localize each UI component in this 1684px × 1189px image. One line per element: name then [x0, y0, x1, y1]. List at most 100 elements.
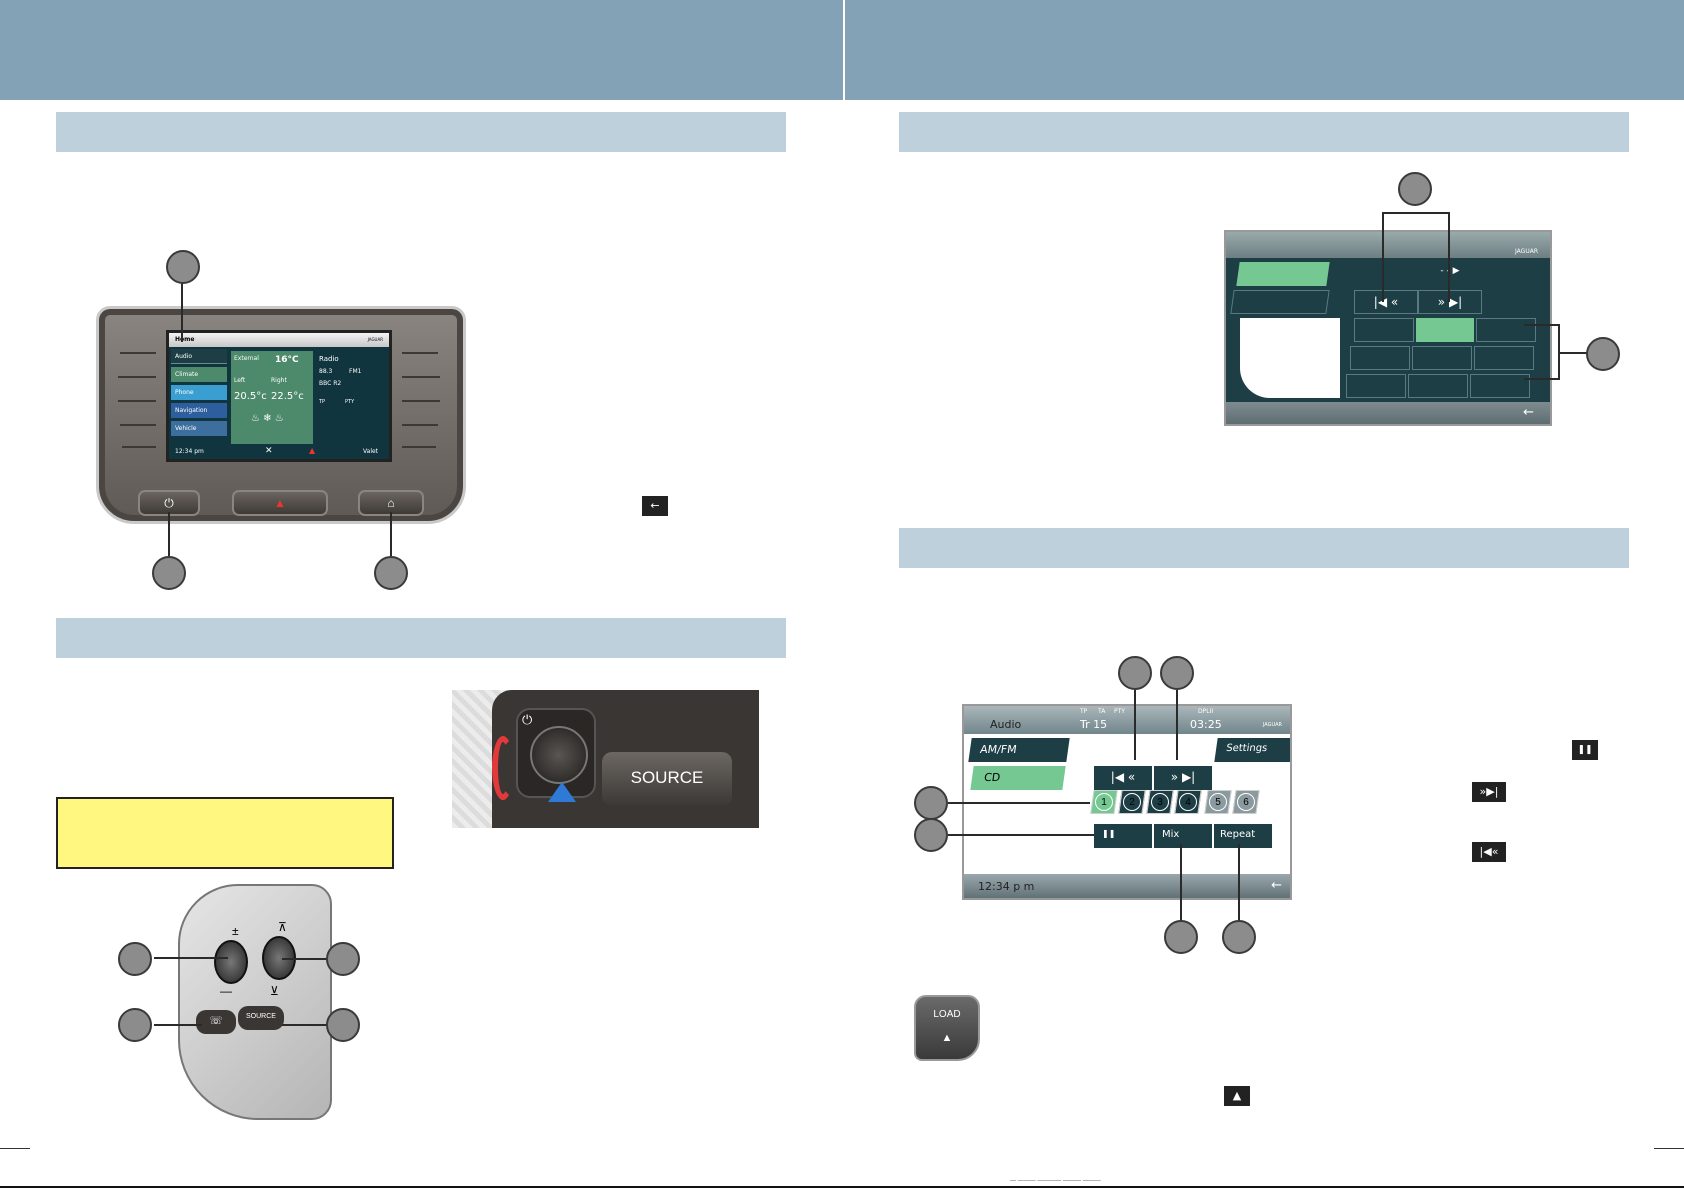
- grille-line: [402, 400, 440, 402]
- menu-vehicle[interactable]: Vehicle: [171, 421, 227, 436]
- seek-forward-button[interactable]: » ▶|: [1418, 290, 1482, 314]
- callout-line: [948, 834, 1094, 836]
- page-rule: [1654, 1148, 1684, 1149]
- tp-indicator: TP: [319, 399, 326, 405]
- disc-2[interactable]: 2: [1118, 790, 1146, 814]
- preset-tile[interactable]: [1412, 346, 1472, 370]
- grille-line: [402, 424, 438, 426]
- callout-line: [1524, 324, 1558, 326]
- jaguar-logo: JAGUAR: [1262, 722, 1282, 728]
- jaguar-logo: JAGUAR: [1515, 248, 1538, 255]
- back-arrow-icon[interactable]: ←: [1271, 878, 1282, 893]
- callout-line: [1176, 690, 1178, 760]
- mix-button[interactable]: Mix: [1154, 824, 1212, 848]
- cd-seek-back-button[interactable]: |◀ «: [1094, 766, 1152, 790]
- callout-line: [154, 1024, 202, 1026]
- left-temp: 20.5°c: [234, 391, 267, 402]
- skip-back-icon: |◀«: [1472, 842, 1506, 862]
- preset-tile-active[interactable]: [1416, 318, 1474, 342]
- volume-thumbwheel[interactable]: [214, 940, 248, 984]
- callout-marker: [1164, 920, 1198, 954]
- home-title: Home: [175, 336, 195, 343]
- callout-line: [1558, 352, 1588, 354]
- callout-line: [1238, 844, 1240, 922]
- preset-tile[interactable]: [1408, 374, 1468, 398]
- hazard-icon[interactable]: ▲: [309, 446, 316, 455]
- disc-6[interactable]: 6: [1232, 790, 1260, 814]
- menu-audio[interactable]: Audio: [171, 349, 227, 364]
- disc-3[interactable]: 3: [1146, 790, 1174, 814]
- cd-clock: 12:34 p m: [978, 880, 1035, 893]
- band-tile[interactable]: [1230, 290, 1330, 314]
- menu-climate[interactable]: Climate: [171, 367, 227, 382]
- page-bottom-rule: [0, 1186, 1684, 1188]
- cd-button[interactable]: CD: [970, 766, 1066, 790]
- ta-indicator: TA: [1098, 708, 1106, 715]
- callout-line: [1134, 690, 1136, 760]
- voice-button[interactable]: ☏: [196, 1010, 236, 1034]
- callout-marker: [118, 942, 152, 976]
- menu-phone[interactable]: Phone: [171, 385, 227, 400]
- eject-icon: ▲: [1224, 1086, 1250, 1106]
- section-bar-touchscreen: [56, 112, 786, 152]
- wheel-source-button[interactable]: SOURCE: [238, 1006, 284, 1030]
- am-fm-button[interactable]: AM/FM: [968, 738, 1070, 762]
- disc-3-label: 3: [1151, 793, 1169, 811]
- audio-controls-photo: ⏻ SOURCE: [452, 690, 759, 828]
- valet-button[interactable]: Valet: [363, 448, 379, 455]
- radio-band: FM1: [349, 368, 362, 375]
- radio-pane[interactable]: Radio 88.3 FM1 BBC R2 TP PTY: [317, 351, 389, 445]
- disc-4[interactable]: 4: [1174, 790, 1202, 814]
- seek-back-button[interactable]: |◀ «: [1354, 290, 1418, 314]
- menu-navigation[interactable]: Navigation: [171, 403, 227, 418]
- disc-1-label: 1: [1095, 793, 1113, 811]
- preset-tile[interactable]: [1474, 346, 1534, 370]
- disc-4-label: 4: [1179, 793, 1197, 811]
- repeat-button[interactable]: Repeat: [1214, 824, 1272, 848]
- grille-line: [118, 400, 156, 402]
- tp-indicator: TP: [1080, 708, 1088, 715]
- radio-label: Radio: [319, 355, 339, 363]
- settings-button[interactable]: Settings: [1214, 738, 1290, 762]
- callout-marker: [118, 1008, 152, 1042]
- callout-line: [1448, 212, 1450, 302]
- press-arrow-icon: [548, 782, 576, 802]
- fan-icon[interactable]: ✕: [265, 446, 273, 456]
- cd-seek-forward-button[interactable]: » ▶|: [1154, 766, 1212, 790]
- pause-button[interactable]: ❚❚: [1094, 824, 1152, 848]
- grille-line: [120, 424, 156, 426]
- jaguar-logo: JAGUAR: [367, 337, 383, 342]
- disc-1[interactable]: 1: [1090, 790, 1118, 814]
- preset-tile[interactable]: [1346, 374, 1406, 398]
- left-label: Left: [234, 377, 246, 384]
- load-label: LOAD: [933, 1009, 961, 1020]
- pty-indicator: PTY: [345, 399, 355, 405]
- callout-marker: [152, 556, 186, 590]
- climate-pane[interactable]: External 16°C Left Right 20.5°c 22.5°c ♨…: [231, 351, 313, 445]
- grille-line: [402, 446, 436, 448]
- volume-knob[interactable]: [530, 726, 588, 784]
- right-label: Right: [271, 377, 287, 384]
- disc-5[interactable]: 5: [1204, 790, 1232, 814]
- hazard-button[interactable]: ▲: [232, 490, 328, 516]
- callout-line: [390, 512, 392, 556]
- cd-screen-footer: 12:34 p m ←: [964, 874, 1290, 898]
- active-band-tile[interactable]: [1236, 262, 1330, 286]
- cd-screen-header: Audio TP TA PTY Tr 15 DPLII 03:25 JAGUAR: [964, 706, 1290, 734]
- grille-line: [122, 446, 156, 448]
- footer-fragment: — ——— ———— ——— ———: [1010, 1178, 1101, 1184]
- callout-marker: [374, 556, 408, 590]
- preset-tile[interactable]: [1354, 318, 1414, 342]
- power-button[interactable]: ⏻: [138, 490, 200, 516]
- track-number: Tr 15: [1080, 718, 1108, 731]
- load-button[interactable]: LOAD ▲: [914, 995, 980, 1061]
- back-arrow-icon[interactable]: ←: [1523, 405, 1534, 420]
- left-header-band: [0, 0, 843, 100]
- right-temp: 22.5°c: [271, 391, 304, 402]
- preset-tile[interactable]: [1476, 318, 1536, 342]
- preset-tile[interactable]: [1350, 346, 1410, 370]
- radio-screen-header: JAGUAR: [1226, 232, 1550, 258]
- source-button[interactable]: SOURCE: [602, 752, 732, 806]
- preset-tile[interactable]: [1470, 374, 1530, 398]
